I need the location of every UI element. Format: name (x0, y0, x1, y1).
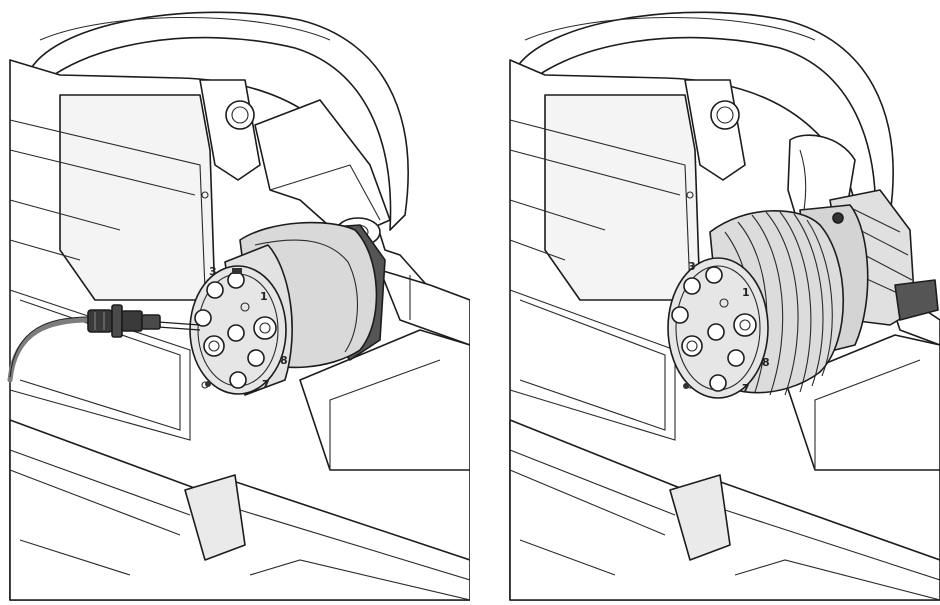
valve-ribbed-cap-illustration: 3 1 7 8 (509, 11, 940, 601)
illustration-right-panel: 3 1 7 8 (470, 0, 940, 605)
port-number-labels: 3 1 7 8 (688, 260, 770, 395)
rotary-valve: 3 1 7 8 (189, 221, 386, 396)
valve-marker (232, 268, 242, 274)
valve-with-tubing-illustration: 3 1 7 8 (7, 11, 470, 601)
port-label-7: 7 (262, 378, 270, 391)
port-label-8: 8 (762, 356, 770, 369)
rotary-valve: 3 1 7 8 (667, 189, 939, 399)
port-label-1: 1 (742, 286, 750, 299)
port-label-3: 3 (688, 260, 696, 273)
port-label-7: 7 (742, 382, 750, 395)
illustration-left-panel: 3 1 7 8 (7, 11, 470, 601)
housing-rim (29, 11, 409, 231)
port-label-8: 8 (280, 354, 288, 367)
valve-ports (194, 271, 277, 389)
tubing-fitting (87, 304, 161, 338)
port-number-labels: 3 1 7 8 (209, 265, 288, 391)
port-label-1: 1 (260, 290, 268, 303)
port-label-3: 3 (209, 265, 217, 278)
port-fitting-hex (253, 316, 277, 340)
capillary-tubing (7, 304, 201, 383)
valve-ports (671, 266, 757, 392)
